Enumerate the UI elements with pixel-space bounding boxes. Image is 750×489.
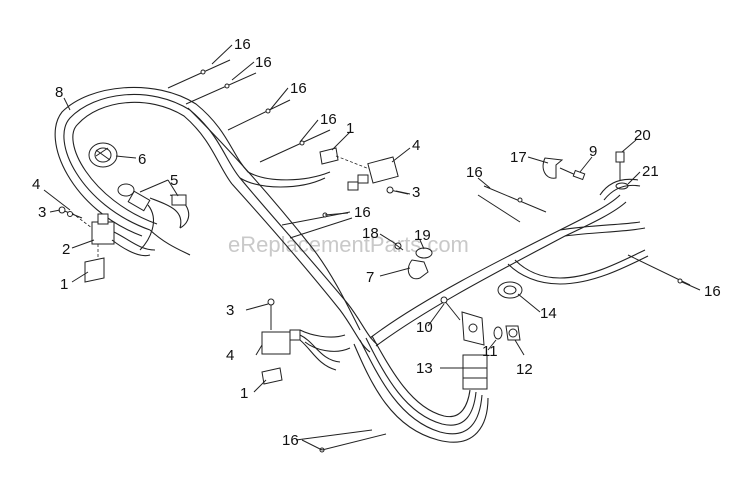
callout-1: 1 <box>60 276 68 293</box>
callout-8: 8 <box>55 84 63 101</box>
callout-2: 2 <box>62 241 70 258</box>
callout-19: 19 <box>414 227 431 244</box>
callout-16: 16 <box>255 54 272 71</box>
callout-labels: 16 16 16 16 16 16 16 16 8 6 5 4 3 2 1 1 … <box>32 36 721 449</box>
callout-5: 5 <box>170 172 178 189</box>
watermark-text: eReplacementParts.com <box>228 232 469 257</box>
callout-13: 13 <box>416 360 433 377</box>
upper-relay-assembly <box>319 147 409 195</box>
callout-11: 11 <box>482 343 498 360</box>
lower-connector-assembly <box>440 296 521 390</box>
callout-1: 1 <box>346 120 354 137</box>
callout-4: 4 <box>412 137 420 154</box>
main-harness <box>54 86 649 443</box>
cable-tie-parts <box>167 59 691 453</box>
callout-17: 17 <box>510 149 527 166</box>
callout-3: 3 <box>38 204 46 221</box>
callout-16: 16 <box>320 111 337 128</box>
callout-7: 7 <box>366 269 374 286</box>
callout-3: 3 <box>226 302 234 319</box>
callout-4: 4 <box>226 347 234 364</box>
callout-6: 6 <box>138 151 146 168</box>
callout-20: 20 <box>634 127 651 144</box>
callout-4: 4 <box>32 176 40 193</box>
grommet-part <box>497 281 523 299</box>
callout-16: 16 <box>234 36 251 53</box>
callout-1: 1 <box>240 385 248 402</box>
lower-relay-assembly <box>261 298 341 385</box>
callout-16: 16 <box>354 204 371 221</box>
callout-12: 12 <box>516 361 533 378</box>
callout-10: 10 <box>416 319 433 336</box>
callout-16: 16 <box>282 432 299 449</box>
callout-16: 16 <box>466 164 483 181</box>
right-upper-hardware <box>542 151 641 201</box>
callout-3: 3 <box>412 184 420 201</box>
callout-21: 21 <box>642 163 659 180</box>
callout-16: 16 <box>704 283 721 300</box>
callout-18: 18 <box>362 225 379 242</box>
callout-16: 16 <box>290 80 307 97</box>
center-clamp-hardware <box>394 242 433 280</box>
callout-9: 9 <box>589 143 597 160</box>
left-switch-assembly <box>58 142 190 283</box>
leader-lines <box>43 44 701 451</box>
callout-14: 14 <box>540 305 557 322</box>
